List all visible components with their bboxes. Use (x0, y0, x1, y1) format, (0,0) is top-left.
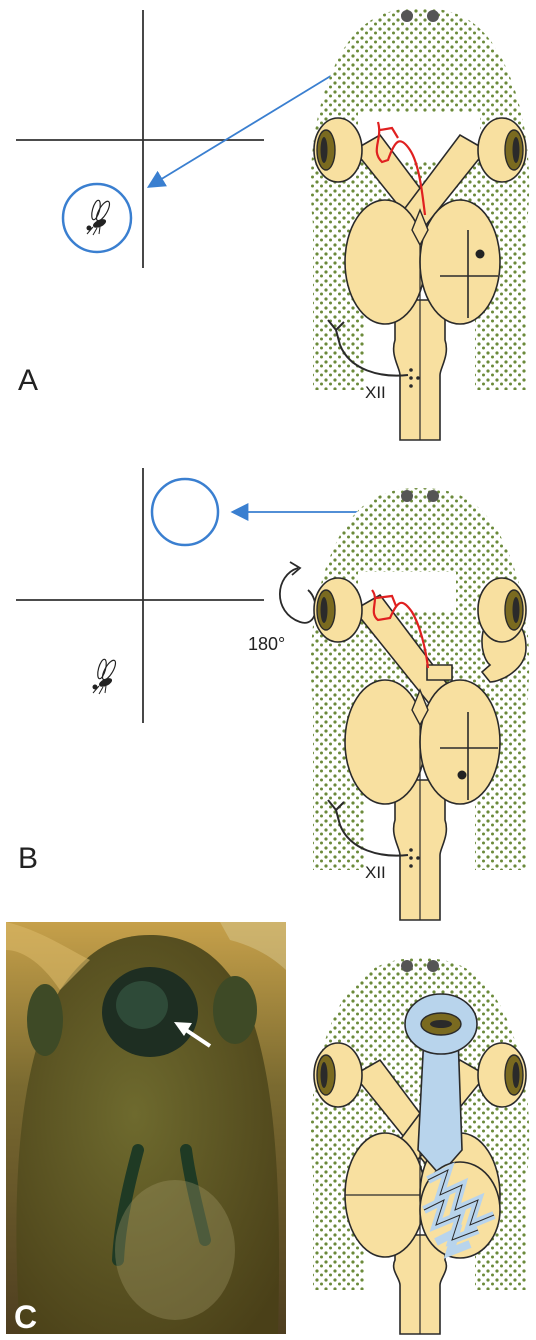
rotation-arrow-icon (280, 562, 316, 623)
eye-right (478, 118, 526, 182)
target-circle-icon (152, 479, 218, 545)
panel-label-a: A (18, 364, 38, 397)
nerve-label-a: XII (365, 383, 386, 402)
tectal-target-spot (458, 771, 467, 780)
frog-photo (6, 922, 286, 1334)
nostril (401, 10, 413, 22)
eye-left (314, 118, 362, 182)
transplant-optic-nerve (418, 1035, 462, 1175)
fly-icon (93, 658, 118, 694)
eye-right (478, 578, 526, 642)
ocular-dominance-stripes (420, 1162, 500, 1258)
eye-left-rotated (314, 578, 362, 642)
optic-nerve-stump (427, 665, 452, 680)
tectum-left (345, 200, 425, 324)
rotation-label: 180° (248, 634, 285, 654)
nerve-nucleus-dot (416, 376, 420, 380)
panel-a: XII A (16, 8, 529, 440)
visual-field-b (16, 468, 264, 723)
tectum-left (345, 680, 425, 804)
nerve-nucleus-dot (409, 848, 413, 852)
panel-label-c: C (14, 1299, 37, 1335)
frog-brain-diagram-c (311, 958, 529, 1334)
nerve-label-b: XII (365, 863, 386, 882)
nerve-nucleus-dot (409, 384, 413, 388)
panel-label-b: B (18, 842, 38, 875)
nostril (427, 490, 439, 502)
nerve-nucleus-dot (409, 376, 413, 380)
tectum-right (420, 200, 500, 324)
nostril (401, 960, 413, 972)
fly-icon (87, 199, 112, 235)
panel-c: C (6, 922, 529, 1335)
nerve-nucleus-dot (416, 856, 420, 860)
nerve-nucleus-dot (409, 368, 413, 372)
tectal-target-spot (476, 250, 485, 259)
nostril (401, 490, 413, 502)
eye-right (478, 1043, 526, 1107)
frog-brain-diagram-a (311, 8, 529, 440)
frog-brain-diagram-b (311, 488, 529, 920)
tectum-right (420, 680, 500, 804)
nostril (427, 10, 439, 22)
nerve-nucleus-dot (409, 864, 413, 868)
transplanted-eye (405, 994, 477, 1054)
nostril (427, 960, 439, 972)
eye-left (314, 1043, 362, 1107)
panel-b: 180° (16, 468, 529, 920)
nerve-nucleus-dot (409, 856, 413, 860)
